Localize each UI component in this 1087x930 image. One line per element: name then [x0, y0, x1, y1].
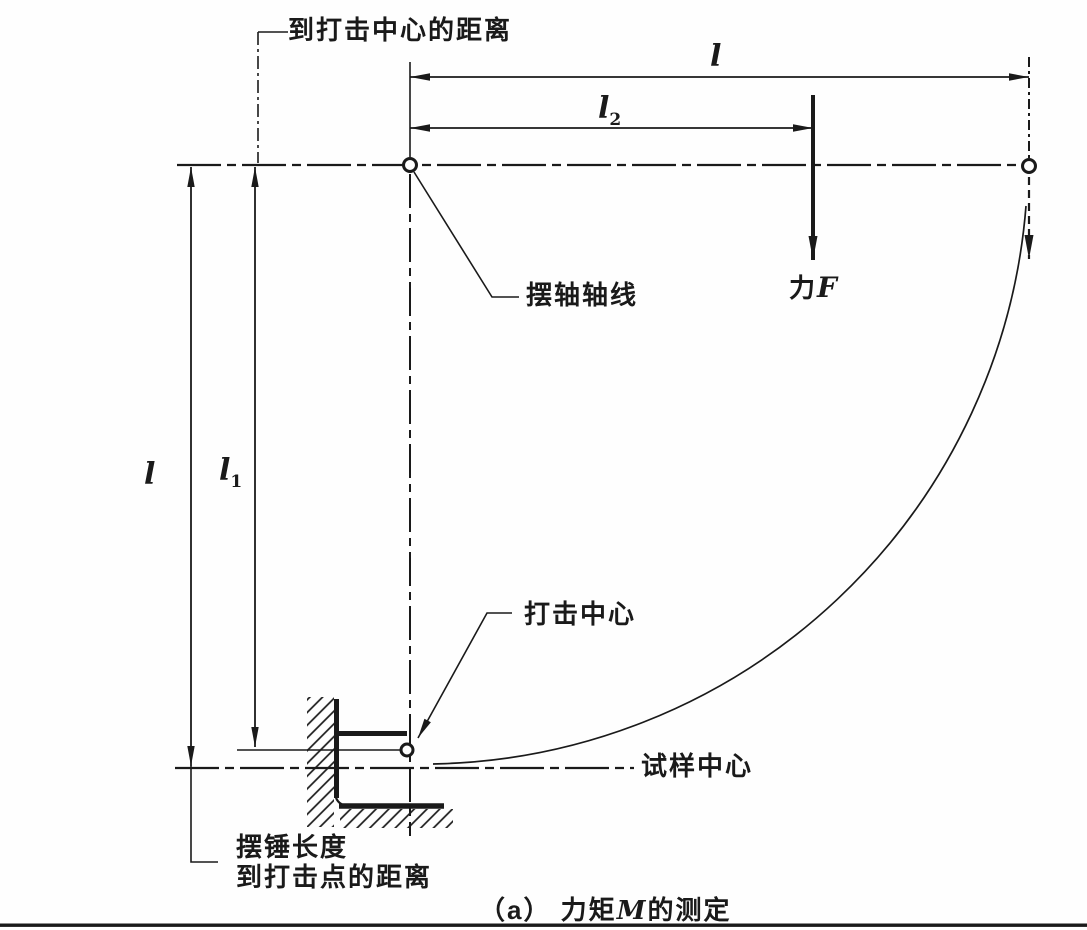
pendulum-length-label: 摆锤长度 到打击点的距离 [236, 832, 433, 893]
axis-label-leader [413, 171, 519, 298]
pendulum-axis-label: 摆轴轴线 [526, 280, 639, 310]
anvil-fillet [333, 793, 351, 808]
bottom-rule [0, 923, 1087, 927]
pendulum-end-point [1021, 158, 1037, 174]
anvil-wall-hatch [307, 697, 334, 827]
dim-l1-subscript: 1 [230, 472, 243, 492]
pivot-point [402, 157, 418, 173]
caption-symbol: M [616, 896, 648, 926]
caption-suffix: 的测定 [647, 895, 732, 925]
force-label-symbol: F [817, 271, 837, 304]
dim-l-top-symbol: l [710, 39, 722, 74]
pendulum-length-label-line2: 到打击点的距离 [236, 861, 433, 892]
percussion-center-label: 打击中心 [524, 599, 637, 629]
dim-l-left-symbol: l [144, 457, 156, 492]
dim-l2-symbol: l [598, 91, 610, 126]
force-label-zh: 力 [789, 273, 818, 303]
anvil-base-hatch [340, 809, 453, 828]
dim-l1-label: l1 [219, 453, 243, 493]
dim-l1-symbol: l [219, 453, 231, 488]
distance-to-percussion-center-label: 到打击中心的距离 [288, 15, 513, 45]
specimen-center-label: 试样中心 [641, 751, 754, 781]
dim-l-top-label: l [710, 39, 722, 79]
dim-l2-subscript: 2 [609, 110, 622, 130]
pendulum-length-leader [190, 766, 218, 863]
force-label: 力F [789, 271, 837, 304]
pendulum-length-label-line1: 摆锤长度 [236, 832, 349, 862]
percussion-center-leader [417, 612, 512, 739]
dim-l-left-label: l [144, 457, 156, 497]
caption-prefix: （a） 力矩 [479, 895, 617, 925]
figure-caption: （a） 力矩M的测定 [479, 890, 731, 927]
dim-l2-label: l2 [598, 91, 622, 131]
pendulum-swing-arc [432, 205, 1027, 765]
strike-point [399, 742, 415, 758]
